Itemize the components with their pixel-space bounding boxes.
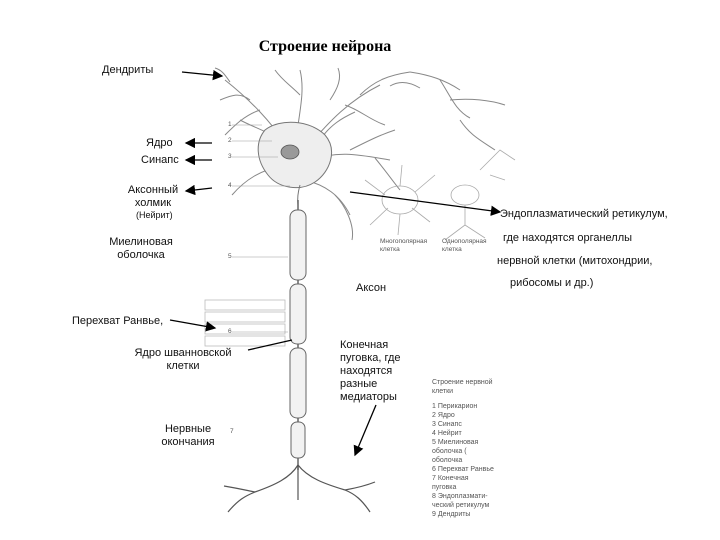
label-er-line1: Эндоплазматический ретикулум, [500,208,668,220]
label-er-line3: нервной клетки (митохондрии, [497,255,653,267]
legend-item: ческий ретикулум [432,502,490,509]
legend-heading-line1: Строение нервной [432,379,493,386]
legend-item: оболочка ( [432,448,467,455]
label-schwann-nucleus: Ядро шванновской клетки [118,347,248,373]
multipolar-cell-sketch [364,164,436,236]
legend-heading-line2: клетки [432,388,454,395]
legend-item: оболочка [432,457,463,464]
label-nerve-endings: Нервные окончания [150,423,226,449]
label-axon-hillock: Аксонный холмик [116,184,190,210]
nucleus-shape [280,144,300,160]
figure-number: 5 [228,253,232,260]
legend-item: 3 Синапс [432,421,462,428]
label-er-line4: рибосомы и др.) [510,277,594,289]
caption-multipolar-line2: клетка [380,246,400,253]
figure-number: 7 [230,428,234,435]
label-terminal-line1: Конечная [340,339,389,351]
figure-number: 1 [228,121,232,128]
label-terminal-button: Конечная пуговка, где находятся разные м… [340,339,401,404]
label-axon-hillock-line2: холмик [134,197,172,209]
label-axon-hillock-line1: Аксонный [127,184,179,196]
legend-item: 1 Перикарион [432,403,478,410]
unipolar-cell-sketch [444,149,516,241]
label-synapse: Синапс [141,154,179,166]
caption-unipolar: Однополярная клетка [442,238,487,254]
label-myelin-line1: Миелиновая [109,236,173,248]
label-axon: Аксон [356,282,387,294]
label-ranvier: Перехват Ранвье, [72,315,164,327]
figure-number: 3 [228,153,232,160]
legend-item: 2 Ядро [432,412,455,419]
caption-unipolar-line2: клетка [442,246,462,253]
leader-lines [169,69,502,457]
label-terminal-line3: находятся [340,365,393,377]
label-endings-line2: окончания [161,436,215,448]
number-ticks [232,124,290,333]
label-myelin-line2: оболочка [117,249,165,261]
label-endings-line1: Нервные [164,423,212,435]
label-terminal-line4: разные [340,378,378,390]
legend: Строение нервной клетки 1 Перикарион 2 Я… [432,378,494,519]
figure-number: 4 [228,182,232,189]
legend-item: 7 Конечная [432,475,469,482]
figure-number: 2 [228,137,232,144]
legend-item: 6 Перехват Ранвье [432,466,494,473]
label-dendrites: Дендриты [102,64,154,76]
legend-item: 4 Нейрит [432,430,462,437]
legend-item: 5 Миелиновая [432,439,479,446]
label-schwann-line2: клетки [166,360,200,372]
caption-multipolar-line1: Многополярная [380,238,428,245]
axon-drawing [289,200,307,470]
caption-multipolar: Многополярная клетка [380,238,427,254]
label-terminal-line2: пуговка, где [340,352,401,364]
label-neurite: (Нейрит) [136,210,173,220]
label-schwann-line1: Ядро шванновской [134,347,232,359]
page-title: Строение нейрона [258,38,392,55]
schwann-cells [204,299,286,347]
nerve-endings [223,464,376,513]
label-terminal-line5: медиаторы [340,391,397,403]
legend-item: 8 Эндоплазмати- [432,493,488,500]
label-myelin: Миелиновая оболочка [96,236,186,262]
label-nucleus: Ядро [146,137,173,149]
legend-item: 9 Дендриты [432,511,471,518]
legend-item: пуговка [432,484,457,491]
caption-unipolar-line1: Однополярная [442,238,487,245]
cell-body [257,121,333,206]
label-er-line2: где находятся органеллы [503,232,633,244]
figure-number: 6 [228,328,232,335]
